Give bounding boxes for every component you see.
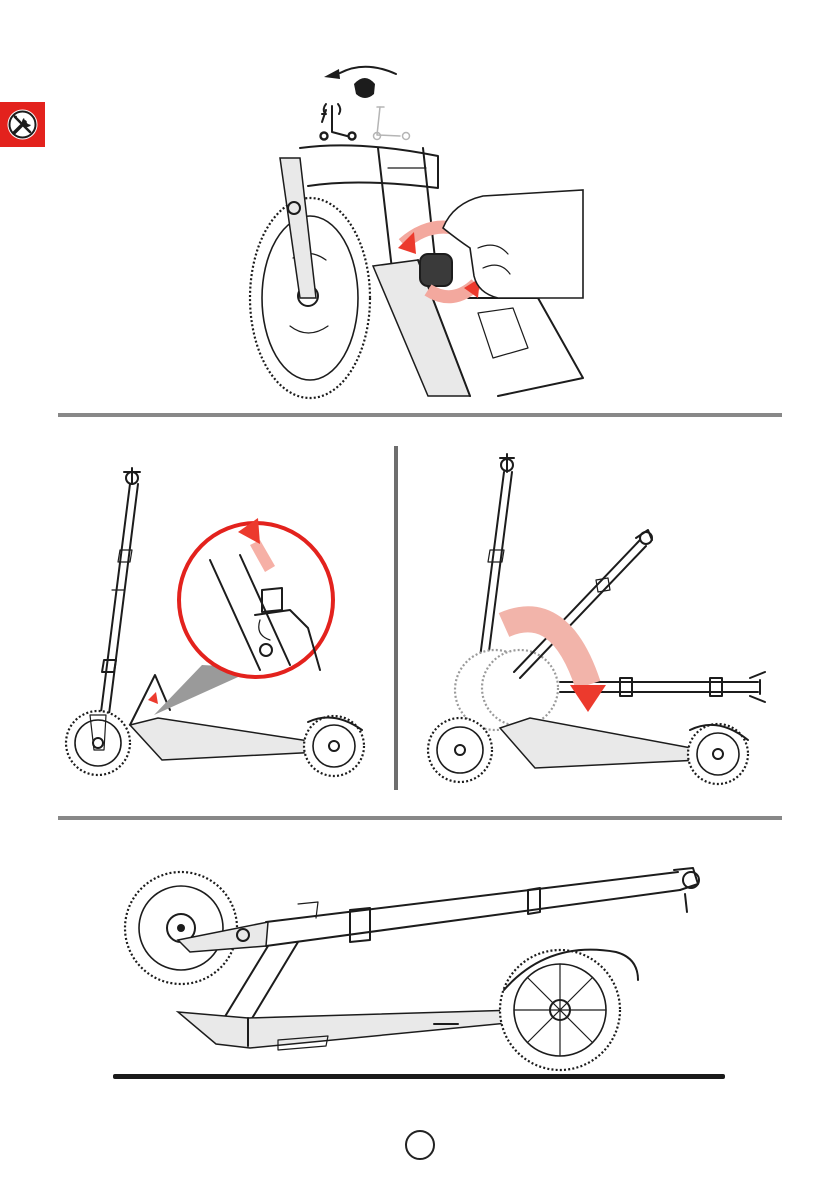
scooter-ghost-icon: [374, 107, 410, 140]
step-3-illustration: [410, 450, 780, 790]
scooter-loose-icon: [321, 104, 356, 140]
knob-turn-indicator: [318, 62, 413, 142]
ground-line: [113, 1074, 725, 1079]
rotate-counterclockwise-icon: [324, 67, 396, 98]
tools-icon: [0, 102, 45, 147]
section-divider-bottom: [58, 816, 782, 820]
step-4-illustration: [118, 860, 728, 1080]
section-divider-top: [58, 413, 782, 417]
page-number-badge: [405, 1130, 435, 1160]
step-divider: [394, 446, 398, 790]
tools-badge: [0, 102, 45, 147]
step-2-illustration: [60, 460, 370, 790]
step-1-illustration: [238, 148, 583, 396]
